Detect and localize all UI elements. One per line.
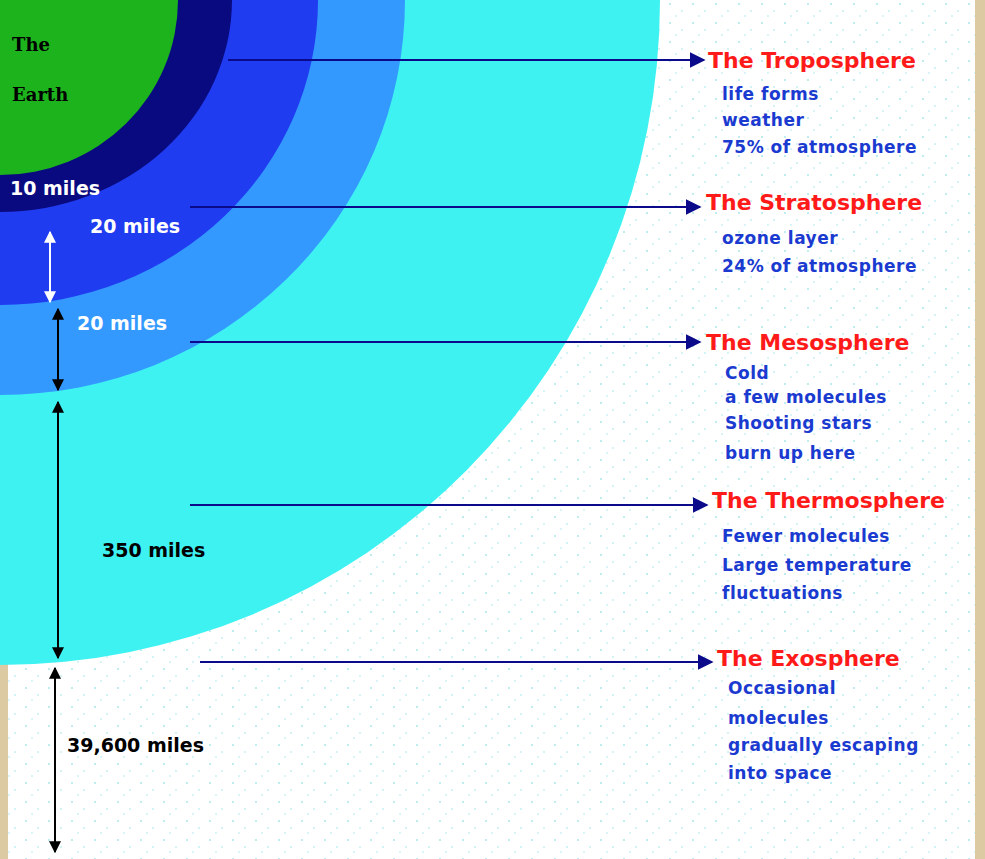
height-label: 10 miles (10, 177, 100, 199)
layer-note: burn up here (725, 443, 855, 463)
thermosphere-band (0, 0, 660, 665)
layer-note: 24% of atmosphere (722, 256, 917, 276)
layer-note: gradually escaping (728, 735, 919, 755)
layer-note: Occasional (728, 678, 836, 698)
earth-label: The Earth (12, 20, 76, 120)
layer-heading: The Exosphere (717, 646, 900, 671)
leader-arrow (228, 59, 704, 61)
height-label: 39,600 miles (65, 734, 206, 756)
layer-note: Fewer molecules (722, 526, 890, 546)
height-arrow (57, 402, 59, 658)
layer-heading: The Troposphere (708, 48, 916, 73)
layer-note: Shooting stars (725, 413, 872, 433)
layer-heading: The Thermosphere (712, 488, 945, 513)
layer-note: Cold (725, 363, 769, 383)
layer-note: life forms (722, 84, 819, 104)
leader-arrow (190, 206, 700, 208)
height-arrow (49, 232, 51, 302)
height-label: 350 miles (100, 539, 207, 561)
stratosphere-band (0, 0, 318, 305)
height-label: 20 miles (77, 312, 167, 334)
layer-note: weather (722, 110, 804, 130)
layer-note: 75% of atmosphere (722, 137, 917, 157)
layer-note: into space (728, 763, 832, 783)
layer-note: fluctuations (722, 583, 843, 603)
layer-heading: The Mesosphere (706, 330, 909, 355)
height-arrow (54, 668, 56, 852)
leader-arrow (200, 661, 712, 663)
height-label: 20 miles (90, 215, 180, 237)
layer-note: Large temperature (722, 555, 912, 575)
leader-arrow (190, 504, 707, 506)
leader-arrow (190, 341, 700, 343)
troposphere-band (0, 0, 232, 212)
layer-note: a few molecules (725, 387, 887, 407)
earth-quadrant: The Earth (0, 0, 180, 178)
height-arrow (57, 309, 59, 390)
layer-note: molecules (728, 708, 829, 728)
layer-note: ozone layer (722, 228, 838, 248)
layer-heading: The Stratosphere (706, 190, 922, 215)
